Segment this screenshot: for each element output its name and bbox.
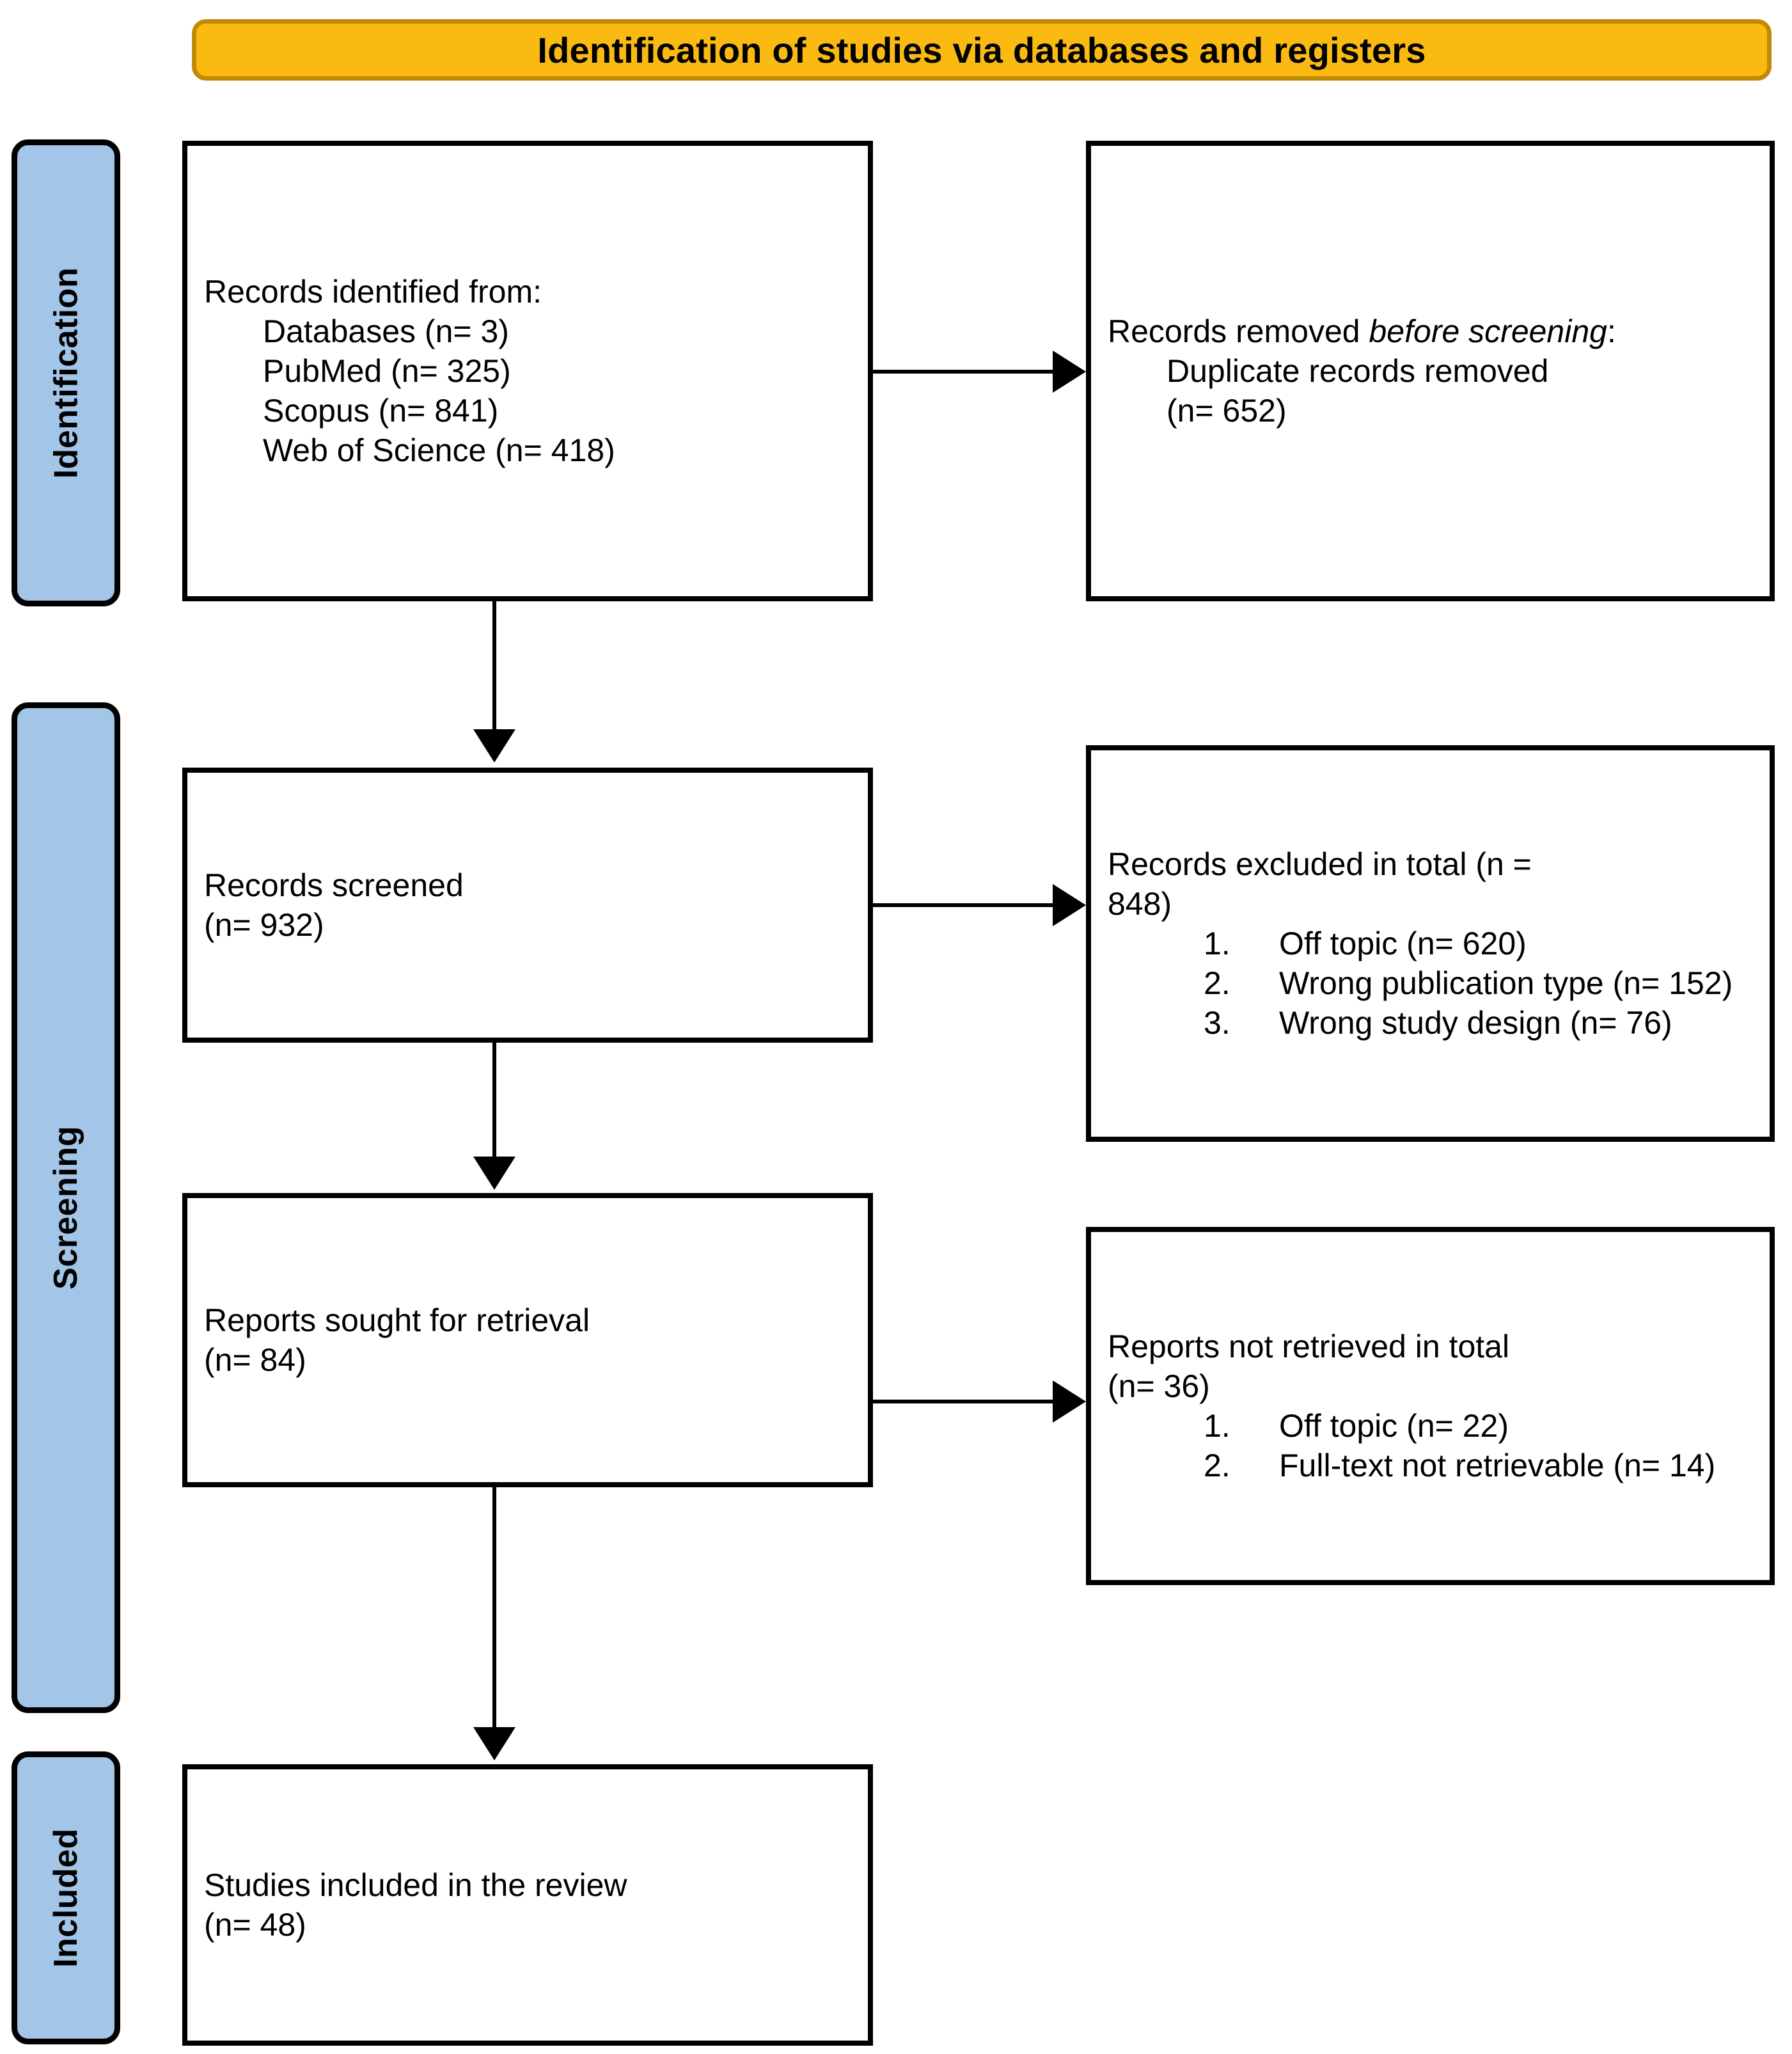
records-excluded-reason-2-number: 2. [1204,965,1230,1001]
records-excluded-reason-1-number: 1. [1204,926,1230,961]
records-removed-item-count: (n= 652) [1167,393,1287,429]
stage-label-included: Included [12,1751,120,2044]
box-reports-sought: Reports sought for retrieval (n= 84) [182,1193,873,1487]
records-identified-item-wos: Web of Science (n= 418) [263,432,615,468]
box-records-excluded: Records excluded in total (n = 848) 1. O… [1086,745,1775,1142]
stage-label-included-text: Included [47,1828,85,1968]
arrowhead-identified-to-removed [1053,351,1086,393]
records-identified-item-scopus: Scopus (n= 841) [263,393,499,429]
box-records-screened: Records screened (n= 932) [182,768,873,1043]
reports-not-retrieved-reason-2: 2. Full-text not retrievable (n= 14) [1108,1446,1753,1485]
records-removed-title-suffix: : [1607,313,1616,349]
stage-label-identification-text: Identification [47,267,84,479]
records-removed-item-duplicates: Duplicate records removed [1167,353,1549,389]
connector-screened-to-sought [492,1043,496,1183]
records-removed-title-emphasis: before screening [1369,313,1607,349]
reports-not-retrieved-reason-1: 1. Off topic (n= 22) [1108,1406,1753,1446]
records-excluded-title-line2: 848) [1108,886,1172,922]
records-identified-title: Records identified from: [204,274,542,310]
arrowhead-sought-to-included [473,1727,515,1760]
connector-screened-to-excluded [873,903,1053,907]
records-excluded-reason-2: 2. Wrong publication type (n= 152) [1108,963,1753,1003]
records-excluded-reason-3-text: Wrong study design (n= 76) [1279,1005,1672,1041]
records-removed-title: Records removed before screening: [1108,312,1753,351]
records-identified-item-databases: Databases (n= 3) [263,313,509,349]
stage-label-screening: Screening [12,702,120,1713]
diagram-header-banner: Identification of studies via databases … [192,19,1772,81]
records-identified-item-pubmed: PubMed (n= 325) [263,353,511,389]
diagram-title: Identification of studies via databases … [537,29,1426,70]
records-excluded-reason-list: 1. Off topic (n= 620) 2. Wrong publicati… [1108,924,1753,1043]
arrowhead-screened-to-excluded [1053,884,1086,926]
reports-sought-title: Reports sought for retrieval [204,1302,590,1338]
records-excluded-reason-3-number: 3. [1204,1005,1230,1041]
records-excluded-reason-3: 3. Wrong study design (n= 76) [1108,1003,1753,1043]
connector-sought-to-not-retrieved [873,1400,1053,1403]
records-screened-title: Records screened [204,867,464,903]
connector-sought-to-included [492,1487,496,1730]
arrowhead-screened-to-sought [473,1157,515,1190]
stage-label-identification: Identification [12,139,120,606]
reports-not-retrieved-reason-1-text: Off topic (n= 22) [1279,1408,1509,1444]
studies-included-count: (n= 48) [204,1907,306,1943]
records-removed-title-prefix: Records removed [1108,313,1369,349]
reports-not-retrieved-reason-2-text: Full-text not retrievable (n= 14) [1279,1448,1716,1483]
studies-included-title: Studies included in the review [204,1867,627,1903]
box-records-identified: Records identified from: Databases (n= 3… [182,141,873,601]
arrowhead-sought-to-not-retrieved [1053,1380,1086,1423]
records-excluded-reason-1: 1. Off topic (n= 620) [1108,924,1753,963]
reports-sought-count: (n= 84) [204,1342,306,1378]
box-records-removed: Records removed before screening: Duplic… [1086,141,1775,601]
connector-identified-to-screened [492,601,496,752]
records-excluded-reason-2-text: Wrong publication type (n= 152) [1279,965,1733,1001]
records-excluded-title-line1: Records excluded in total (n = [1108,846,1532,882]
connector-identified-to-removed [873,370,1053,374]
reports-not-retrieved-title: Reports not retrieved in total [1108,1329,1510,1364]
arrowhead-identified-to-screened [473,729,515,762]
box-studies-included: Studies included in the review (n= 48) [182,1764,873,2046]
stage-label-screening-text: Screening [47,1126,85,1290]
records-screened-count: (n= 932) [204,907,324,943]
reports-not-retrieved-reason-2-number: 2. [1204,1448,1230,1483]
reports-not-retrieved-reason-list: 1. Off topic (n= 22) 2. Full-text not re… [1108,1406,1753,1485]
records-excluded-reason-1-text: Off topic (n= 620) [1279,926,1527,961]
reports-not-retrieved-reason-1-number: 1. [1204,1408,1230,1444]
reports-not-retrieved-count: (n= 36) [1108,1368,1210,1404]
box-reports-not-retrieved: Reports not retrieved in total (n= 36) 1… [1086,1227,1775,1585]
